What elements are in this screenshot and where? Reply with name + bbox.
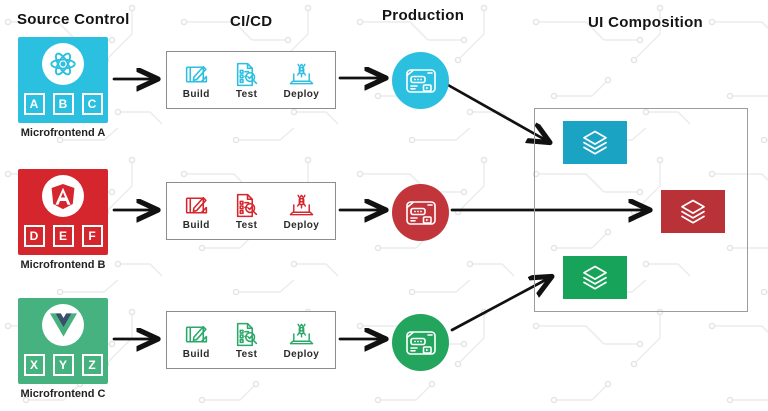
checklist-magnifier-icon bbox=[237, 62, 258, 86]
pipeline-step-build: Build bbox=[183, 192, 210, 231]
step-label: Build bbox=[182, 348, 210, 360]
step-label: Deploy bbox=[283, 219, 320, 231]
module-letter-box: A bbox=[23, 93, 45, 115]
pipeline-step-deploy: Deploy bbox=[284, 321, 320, 360]
ui-layer-tile-c bbox=[563, 256, 627, 299]
framework-logo-badge bbox=[42, 175, 84, 217]
stacked-layers-icon bbox=[583, 130, 607, 155]
column-header-ui-composition: UI Composition bbox=[588, 14, 704, 31]
module-letter-box: B bbox=[52, 93, 74, 115]
step-label: Deploy bbox=[283, 348, 320, 360]
source-box-microfrontend-a: A B C bbox=[18, 37, 108, 123]
framework-logo-badge bbox=[42, 304, 84, 346]
module-list: X Y Z bbox=[23, 354, 103, 376]
vue-logo-icon bbox=[49, 313, 77, 337]
step-label: Build bbox=[182, 219, 210, 231]
column-header-cicd: CI/CD bbox=[230, 13, 273, 30]
cicd-pipeline-box-b: Build Test bbox=[166, 182, 336, 240]
blueprint-pencil-icon bbox=[185, 65, 207, 83]
checklist-magnifier-icon bbox=[237, 193, 258, 217]
module-letter-box: E bbox=[52, 225, 74, 247]
rocket-laptop-icon bbox=[289, 323, 314, 344]
browser-window-icon bbox=[405, 200, 436, 225]
framework-logo-badge bbox=[42, 43, 84, 85]
module-list: D E F bbox=[23, 225, 103, 247]
blueprint-pencil-icon bbox=[185, 196, 207, 214]
pipeline-step-build: Build bbox=[183, 61, 210, 100]
column-header-source-control: Source Control bbox=[17, 11, 130, 28]
step-label: Test bbox=[235, 219, 258, 231]
module-list: A B C bbox=[23, 93, 103, 115]
checklist-magnifier-icon bbox=[237, 322, 258, 346]
module-letter-box: X bbox=[23, 354, 45, 376]
microfrontend-a-label: Microfrontend A bbox=[20, 127, 106, 139]
ui-layer-tile-b bbox=[661, 190, 725, 233]
pipeline-step-test: Test bbox=[233, 61, 260, 100]
pipeline-step-build: Build bbox=[183, 321, 210, 360]
cicd-pipeline-box-c: Build Test bbox=[166, 311, 336, 369]
rocket-laptop-icon bbox=[289, 194, 314, 215]
production-app-b bbox=[392, 184, 449, 241]
step-label: Deploy bbox=[283, 88, 320, 100]
browser-window-icon bbox=[405, 330, 436, 355]
stacked-layers-icon bbox=[583, 265, 607, 290]
module-letter-box: F bbox=[81, 225, 103, 247]
module-letter-box: D bbox=[23, 225, 45, 247]
browser-window-icon bbox=[405, 68, 436, 93]
step-label: Build bbox=[182, 88, 210, 100]
source-box-microfrontend-c: X Y Z bbox=[18, 298, 108, 384]
react-logo-icon bbox=[50, 52, 76, 76]
cicd-pipeline-box-a: Build Test bbox=[166, 51, 336, 109]
module-letter-box: Z bbox=[81, 354, 103, 376]
angular-logo-icon bbox=[51, 183, 75, 209]
microfrontend-c-label: Microfrontend C bbox=[20, 388, 106, 400]
ui-composition-box bbox=[534, 108, 748, 312]
production-app-a bbox=[392, 52, 449, 109]
column-header-production: Production bbox=[382, 7, 465, 24]
rocket-laptop-icon bbox=[289, 63, 314, 84]
pipeline-step-test: Test bbox=[233, 321, 260, 360]
microfrontend-b-label: Microfrontend B bbox=[20, 259, 106, 271]
module-letter-box: Y bbox=[52, 354, 74, 376]
stacked-layers-icon bbox=[681, 199, 705, 224]
pipeline-step-deploy: Deploy bbox=[284, 61, 320, 100]
production-app-c bbox=[392, 314, 449, 371]
blueprint-pencil-icon bbox=[185, 325, 207, 343]
pipeline-step-deploy: Deploy bbox=[284, 192, 320, 231]
pipeline-step-test: Test bbox=[233, 192, 260, 231]
ui-layer-tile-a bbox=[563, 121, 627, 164]
arrow-prod-a-to-ui-layer-a bbox=[446, 83, 549, 142]
source-box-microfrontend-b: D E F bbox=[18, 169, 108, 255]
step-label: Test bbox=[235, 88, 258, 100]
module-letter-box: C bbox=[81, 93, 103, 115]
step-label: Test bbox=[235, 348, 258, 360]
